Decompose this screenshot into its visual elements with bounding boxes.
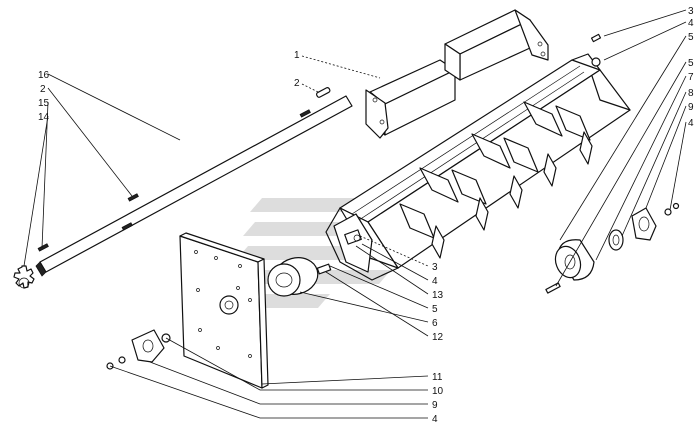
- callout-key-top: 2: [294, 78, 300, 89]
- callout-bushing: 6: [432, 318, 438, 329]
- trough-housing: [325, 53, 631, 281]
- callout-washer-mid: 4: [432, 276, 438, 287]
- flange-right: [631, 207, 657, 241]
- callout-washer-bottom: 4: [432, 414, 438, 425]
- callout-ring-right: 5: [688, 58, 694, 69]
- callout-sprocket-15: 15: [38, 98, 50, 109]
- callout-shield: 1: [294, 50, 300, 61]
- callout-bearing-11: 11: [432, 372, 443, 383]
- callout-bolt-top: 3: [688, 6, 694, 17]
- callout-nut-top: 5: [688, 32, 694, 43]
- callout-flange-right: 9: [688, 102, 694, 113]
- callout-shaft: 16: [38, 70, 50, 81]
- drive-shaft: [35, 95, 353, 277]
- bearing-right: [608, 229, 624, 251]
- callout-ring-mid: 5: [432, 304, 438, 315]
- key-part-top: [315, 87, 331, 98]
- bushing: [267, 257, 332, 297]
- callout-sprocket-14: 14: [38, 112, 50, 123]
- callout-nut-13: 13: [432, 290, 444, 301]
- callout-cap: 7: [688, 72, 694, 83]
- callout-bearing-right: 8: [688, 88, 694, 99]
- side-plate: [179, 232, 269, 389]
- callout-bolt-mid: 3: [432, 262, 438, 273]
- callout-flange-10: 10: [432, 386, 444, 397]
- callout-pin: 12: [432, 332, 444, 343]
- bearing-cap: [554, 239, 595, 281]
- shield-part: [365, 9, 549, 139]
- callout-washer-top: 4: [688, 18, 694, 29]
- callout-washer-right: 4: [688, 118, 694, 129]
- callout-labels: 1 2 3 4 5 5 7 8 9 4 16 2 15 14 3 4 13 5 …: [38, 6, 694, 425]
- bottom-flange: [106, 329, 171, 370]
- callout-nut-bottom: 9: [432, 400, 438, 411]
- callout-key-left: 2: [40, 84, 46, 95]
- sprocket: [13, 243, 49, 289]
- leader-lines: [23, 9, 687, 419]
